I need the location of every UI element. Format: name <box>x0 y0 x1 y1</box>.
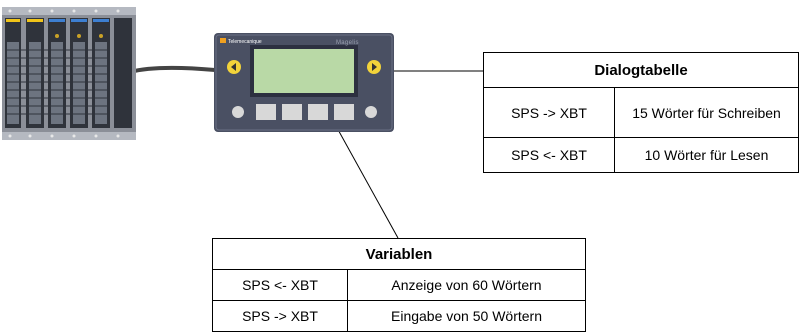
variables-row-description: Anzeige von 60 Wörtern <box>347 269 586 301</box>
dialog-row-direction: SPS -> XBT <box>483 87 615 138</box>
variables-table: Variablen SPS <- XBT Anzeige von 60 Wört… <box>212 238 586 332</box>
round-key-left <box>232 106 244 118</box>
panel-model-label: Magelis <box>336 40 359 46</box>
dialog-row-direction: SPS <- XBT <box>483 137 615 173</box>
arrow-left-icon <box>227 60 241 74</box>
arrow-right-icon <box>367 60 381 74</box>
variables-row-description: Eingabe von 50 Wörtern <box>347 300 586 332</box>
dialog-row-description: 15 Wörter für Schreiben <box>614 87 799 138</box>
dialog-row-description: 10 Wörter für Lesen <box>614 137 799 173</box>
dialog-table: Dialogtabelle SPS -> XBT 15 Wörter für S… <box>483 52 799 173</box>
table-row: SPS <- XBT 10 Wörter für Lesen <box>483 137 799 173</box>
round-key-right <box>365 106 377 118</box>
xbt-panel <box>214 33 394 132</box>
table-row: SPS -> XBT 15 Wörter für Schreiben <box>483 87 799 138</box>
dialog-table-title: Dialogtabelle <box>483 52 799 88</box>
function-key-3 <box>308 104 328 120</box>
panel-brand-label: Telemecanique <box>228 39 262 45</box>
table-row: SPS <- XBT Anzeige von 60 Wörtern <box>212 269 586 301</box>
plc-rack <box>2 7 136 140</box>
table-row: SPS -> XBT Eingabe von 50 Wörtern <box>212 300 586 332</box>
function-key-1 <box>256 104 276 120</box>
variables-row-direction: SPS -> XBT <box>212 300 348 332</box>
function-key-4 <box>334 104 354 120</box>
variables-table-title: Variablen <box>212 238 586 270</box>
function-key-2 <box>282 104 302 120</box>
variables-row-direction: SPS <- XBT <box>212 269 348 301</box>
cable <box>129 65 216 74</box>
